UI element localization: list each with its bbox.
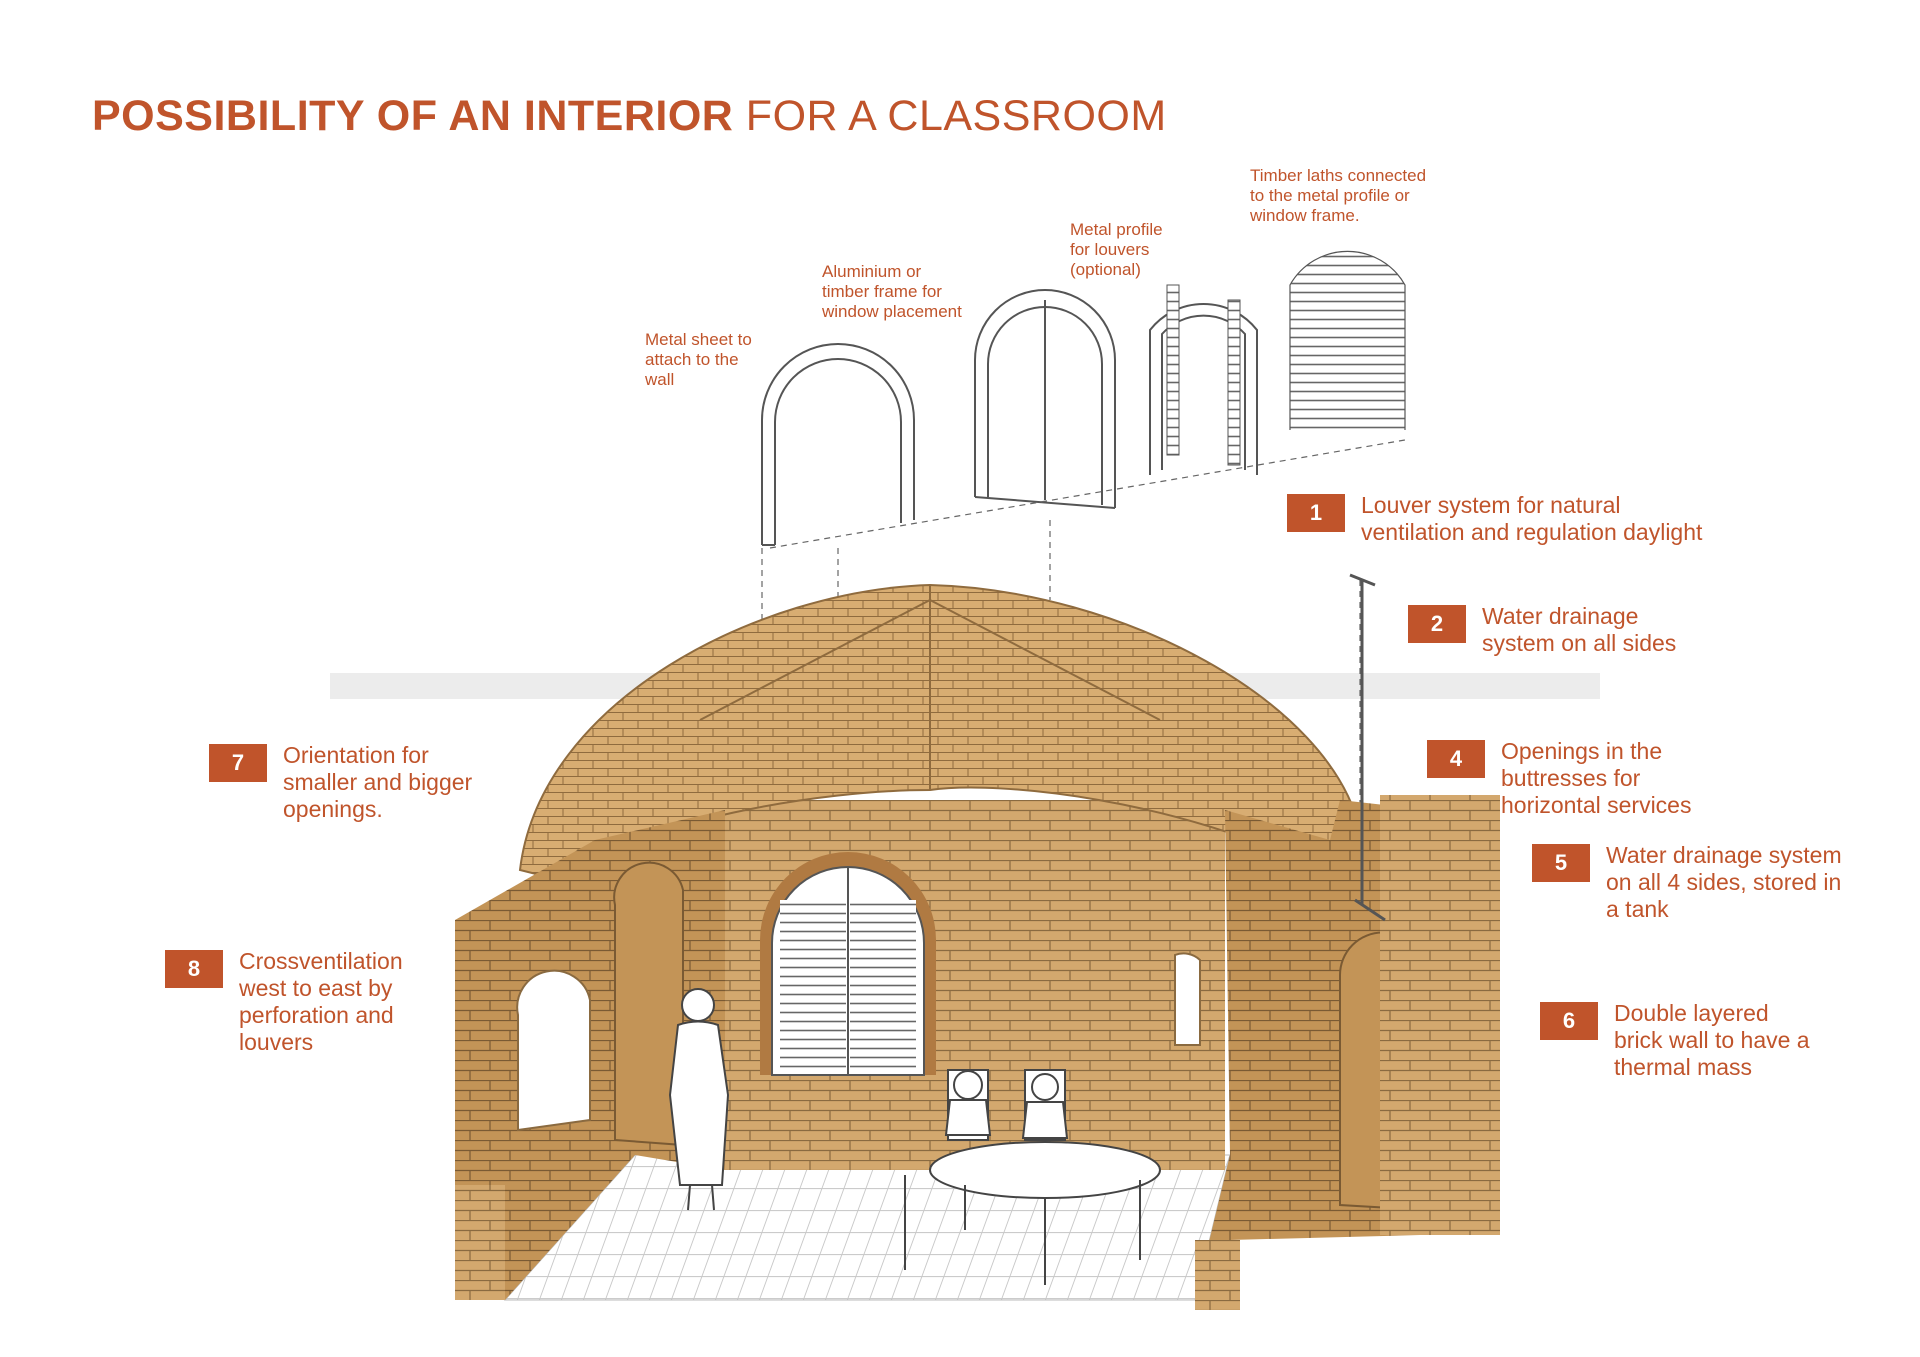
callout-1-text: Louver system for natural ventilation an…	[1361, 492, 1703, 545]
label-timber-laths: Timber laths connected to the metal prof…	[1250, 166, 1427, 225]
callout-1-number: 1	[1287, 494, 1345, 532]
metal-sheet-drawing	[761, 343, 915, 546]
metal-profile-drawing	[1149, 284, 1258, 475]
callout-4-text: Openings in the buttresses for horizonta…	[1501, 738, 1692, 818]
brick-dome	[518, 583, 1362, 882]
front-left-pier	[455, 1185, 505, 1300]
callout-7-text: Orientation for smaller and bigger openi…	[283, 742, 473, 822]
page-title: POSSIBILITY OF AN INTERIOR FOR A CLASSRO…	[92, 92, 1167, 141]
callout-7: 7 Orientation for smaller and bigger ope…	[209, 742, 473, 823]
people	[668, 988, 1069, 1211]
callout-6-text: Double layered brick wall to have a ther…	[1614, 1000, 1810, 1080]
seated-child-right	[1021, 1069, 1069, 1141]
label-window-frame: Aluminium or timber frame for window pla…	[822, 262, 962, 321]
right-buttress	[1380, 795, 1500, 1235]
callout-6: 6 Double layered brick wall to have a th…	[1540, 1000, 1810, 1081]
round-table	[904, 1141, 1161, 1285]
front-right-pier	[1195, 1240, 1240, 1310]
standing-teacher	[668, 988, 730, 1211]
title-bold: POSSIBILITY OF AN INTERIOR	[92, 92, 734, 140]
callout-5: 5 Water drainage system on all 4 sides, …	[1532, 842, 1842, 923]
callout-2-number: 2	[1408, 605, 1466, 643]
callout-8-number: 8	[165, 950, 223, 988]
callout-7-number: 7	[209, 744, 267, 782]
callout-8: 8 Crossventilation west to east by perfo…	[165, 948, 403, 1056]
callout-1: 1 Louver system for natural ventilation …	[1287, 492, 1703, 546]
drainage-pipe	[1349, 573, 1386, 922]
callout-4-number: 4	[1427, 740, 1485, 778]
callout-2-text: Water drainage system on all sides	[1482, 603, 1677, 656]
callout-8-text: Crossventilation west to east by perfora…	[239, 948, 403, 1055]
back-window	[760, 852, 936, 1076]
callout-4: 4 Openings in the buttresses for horizon…	[1427, 738, 1692, 819]
label-metal-profile: Metal profile for louvers (optional)	[1070, 220, 1163, 279]
callout-5-text: Water drainage system on all 4 sides, st…	[1606, 842, 1842, 922]
window-frame-drawing	[974, 289, 1116, 509]
callout-5-number: 5	[1532, 844, 1590, 882]
callout-6-number: 6	[1540, 1002, 1598, 1040]
exploded-window-components	[761, 250, 1406, 870]
callout-2: 2 Water drainage system on all sides	[1408, 603, 1677, 657]
seated-child-left	[944, 1069, 992, 1141]
left-arch-opening	[516, 969, 591, 1132]
timber-laths-drawing	[1289, 250, 1406, 430]
label-metal-sheet: Metal sheet to attach to the wall	[645, 330, 752, 389]
title-light: FOR A CLASSROOM	[745, 92, 1167, 140]
